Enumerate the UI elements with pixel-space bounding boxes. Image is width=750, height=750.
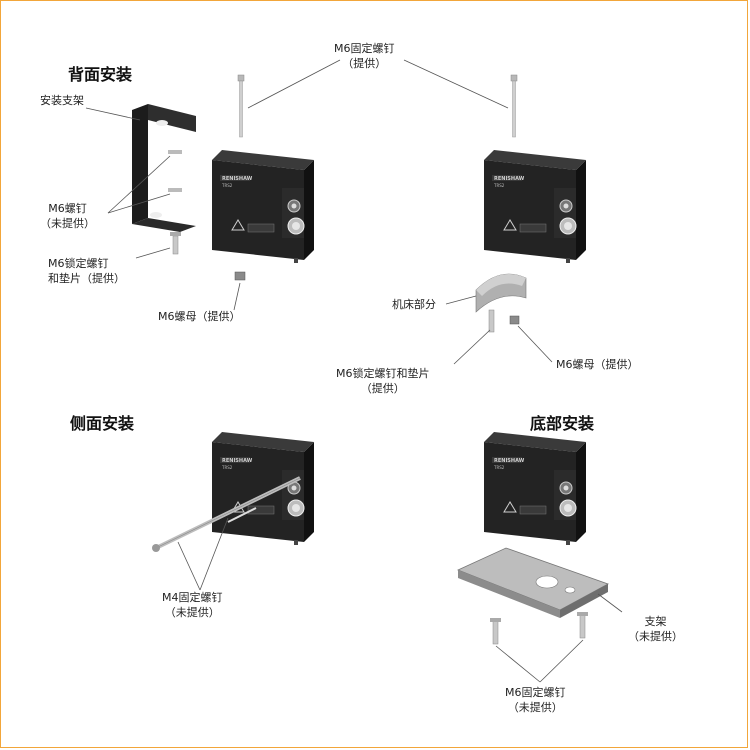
heading-bottom-mount: 底部安装 xyxy=(530,414,595,433)
heading-side-mount: 侧面安装 xyxy=(70,414,135,433)
heading-rear-mount: 背面安装 xyxy=(68,65,133,84)
label-text: M6锁定螺钉和垫片 xyxy=(336,367,430,380)
label-mounting-bracket: 安装支架 xyxy=(40,94,84,107)
label-text: M6固定螺钉 xyxy=(334,42,395,55)
label-top-fixing-screw: M6固定螺钉 （提供） xyxy=(334,41,395,71)
label-text: （未提供） xyxy=(628,630,683,643)
label-machine-nut: M6螺母（提供） xyxy=(556,358,639,371)
bottom-mount-figure xyxy=(456,431,609,645)
unit-brand-text: RENISHAW xyxy=(494,176,525,182)
label-text: （未提供） xyxy=(164,606,220,619)
label-rear-nut: M6螺母（提供） xyxy=(158,310,241,323)
unit-brand-text: RENISHAW xyxy=(494,458,525,464)
side-mount-figure xyxy=(152,431,315,552)
rear-mount-figure xyxy=(132,74,315,281)
machine-part-mount-figure xyxy=(475,74,587,333)
unit-model-text: TRS2 xyxy=(493,183,505,188)
label-bottom-bracket: 支架 （未提供） xyxy=(628,614,683,644)
label-text: M6锁定螺钉 xyxy=(48,257,109,270)
label-text: 支架 xyxy=(644,615,667,628)
label-rear-lock-screw: M6锁定螺钉 和垫片（提供） xyxy=(48,256,125,286)
leader-lines xyxy=(85,59,623,683)
unit-model-text: TRS2 xyxy=(221,465,233,470)
label-bottom-fixing-screw: M6固定螺钉 （未提供） xyxy=(505,685,566,715)
label-lock-screw-washer: M6锁定螺钉和垫片 （提供） xyxy=(336,366,430,396)
label-text: （提供） xyxy=(360,382,405,395)
unit-brand-text: RENISHAW xyxy=(222,176,253,182)
label-machine-part: 机床部分 xyxy=(392,298,436,311)
label-text: 和垫片（提供） xyxy=(48,272,125,285)
label-text: （提供） xyxy=(342,57,387,70)
label-text: （未提供） xyxy=(40,217,95,230)
label-text: M4固定螺钉 xyxy=(162,591,223,604)
unit-model-text: TRS2 xyxy=(493,465,505,470)
label-text: M6固定螺钉 xyxy=(505,686,566,699)
label-side-m4-screw: M4固定螺钉 （未提供） xyxy=(162,590,223,620)
unit-model-text: TRS2 xyxy=(221,183,233,188)
label-text: M6螺钉 xyxy=(48,202,87,215)
unit-brand-text: RENISHAW xyxy=(222,458,253,464)
label-bracket-m6-screw: M6螺钉 （未提供） xyxy=(40,201,95,231)
label-text: （未提供） xyxy=(507,701,563,714)
